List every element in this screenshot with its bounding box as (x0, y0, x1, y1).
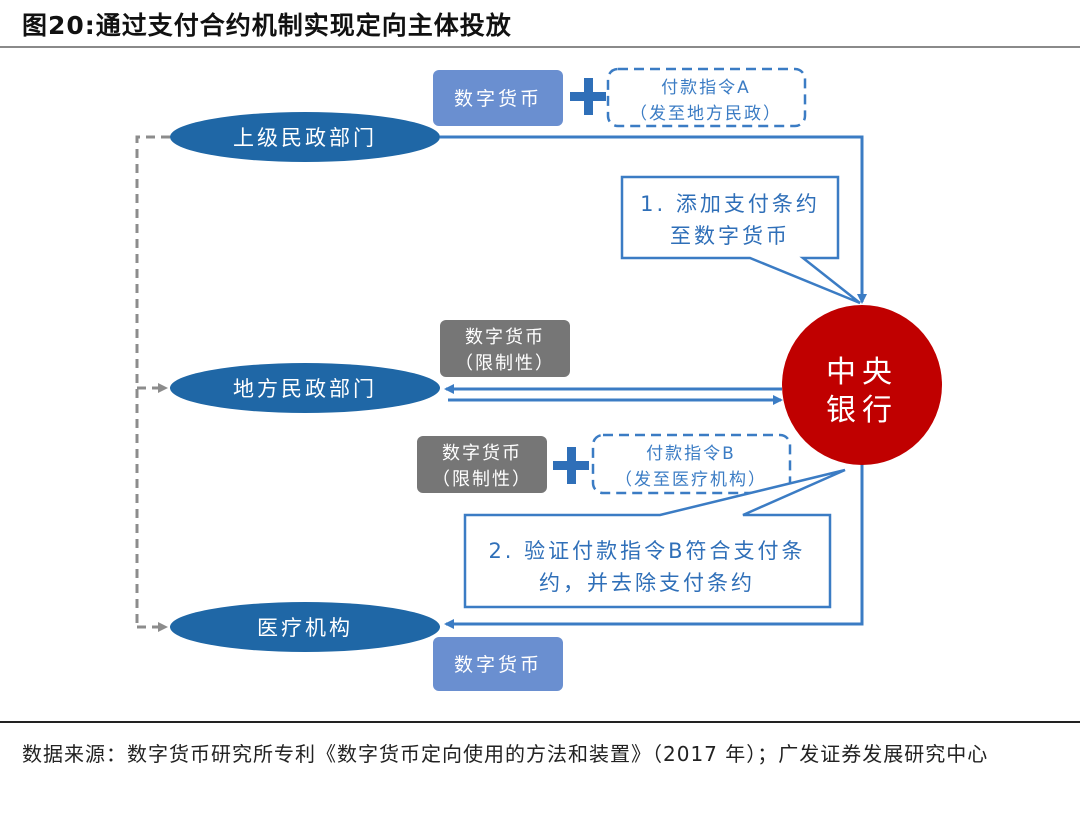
node-medical: 医疗机构 (170, 602, 440, 652)
callout-step1: 1. 添加支付条约 至数字货币 (620, 175, 861, 305)
node-upper-civil: 上级民政部门 (170, 112, 440, 162)
box-restricted-currency-2: 数字货币 （限制性） (417, 436, 547, 493)
node-label: 上级民政部门 (233, 126, 377, 150)
svg-text:至数字货币: 至数字货币 (670, 224, 790, 248)
box-instruction-a: 付款指令A （发至地方民政） (606, 67, 807, 128)
svg-text:数字货币: 数字货币 (454, 654, 542, 676)
box-digital-currency-bottom: 数字货币 (433, 637, 563, 691)
svg-text:2. 验证付款指令B符合支付条: 2. 验证付款指令B符合支付条 (488, 539, 805, 563)
figure-title: 图20:通过支付合约机制实现定向主体投放 (22, 11, 512, 40)
svg-text:付款指令A: 付款指令A (661, 78, 751, 98)
source-divider (0, 721, 1080, 723)
box-restricted-currency-1: 数字货币 （限制性） (440, 320, 570, 377)
svg-text:数字货币: 数字货币 (465, 327, 545, 348)
svg-text:约，并去除支付条约: 约，并去除支付条约 (539, 571, 755, 595)
box-digital-currency-top: 数字货币 (433, 70, 563, 126)
source-note: 数据来源：数字货币研究所专利《数字货币定向使用的方法和装置》（2017 年）；广… (22, 742, 989, 766)
svg-text:数字货币: 数字货币 (454, 88, 542, 110)
flow-upper-to-bank (440, 135, 867, 304)
svg-text:（发至医疗机构）: （发至医疗机构） (615, 470, 767, 490)
hierarchy-connector (135, 135, 170, 632)
svg-text:（限制性）: （限制性） (432, 469, 532, 490)
svg-text:付款指令B: 付款指令B (646, 444, 736, 464)
box-instruction-b: 付款指令B （发至医疗机构） (591, 433, 792, 495)
node-central-bank: 中央 银行 (782, 305, 942, 465)
svg-text:（发至地方民政）: （发至地方民政） (630, 104, 782, 124)
svg-text:银行: 银行 (826, 393, 898, 428)
svg-text:中央: 中央 (826, 355, 898, 390)
svg-text:（限制性）: （限制性） (455, 353, 555, 374)
node-label: 地方民政部门 (233, 377, 377, 401)
plus-icon (553, 447, 589, 484)
plus-icon (570, 78, 606, 115)
node-local-civil: 地方民政部门 (170, 363, 440, 413)
svg-text:数字货币: 数字货币 (442, 443, 522, 464)
svg-text:1. 添加支付条约: 1. 添加支付条约 (640, 192, 820, 216)
flow-bank-to-medical (444, 460, 864, 629)
callout-step2: 2. 验证付款指令B符合支付条 约，并去除支付条约 (463, 468, 846, 609)
title-divider (0, 46, 1080, 48)
node-label: 医疗机构 (257, 616, 353, 640)
